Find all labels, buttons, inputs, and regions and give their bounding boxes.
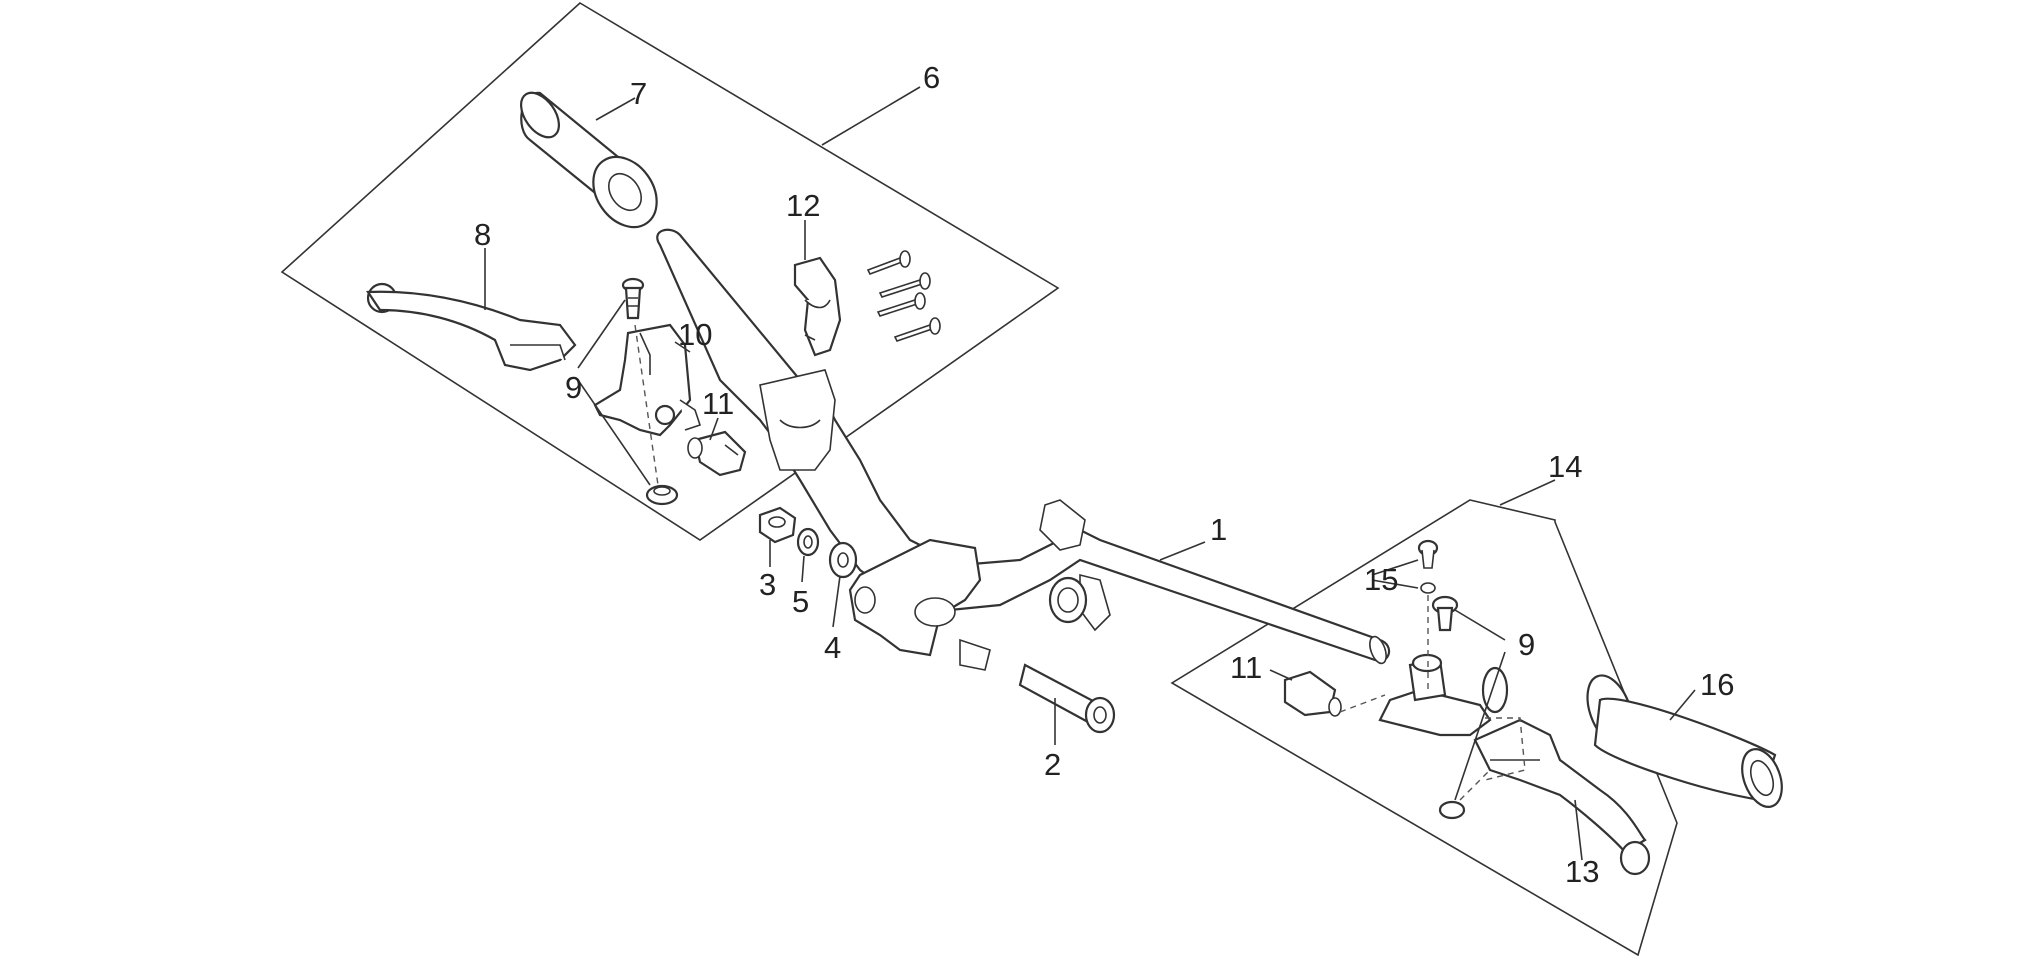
callout-3: 3 xyxy=(759,567,776,602)
callout-7: 7 xyxy=(630,76,647,111)
callout-13: 13 xyxy=(1565,854,1599,889)
right-lever-part[interactable] xyxy=(1473,718,1651,876)
handlebar-clamp-part[interactable] xyxy=(793,256,842,357)
left-pivot-nut-part[interactable] xyxy=(645,484,679,506)
right-lever-bracket-part[interactable] xyxy=(1378,653,1509,737)
callout-5: 5 xyxy=(792,584,809,619)
left-assembly-panel xyxy=(280,2,1060,541)
callout-9-left: 9 xyxy=(565,370,582,405)
right-brake-switch-part[interactable] xyxy=(1283,670,1342,717)
callout-4: 4 xyxy=(824,630,841,665)
right-assembly-panel xyxy=(1170,499,1678,956)
callout-2: 2 xyxy=(1044,747,1061,782)
left-lever-part[interactable] xyxy=(365,282,577,372)
callout-11-right: 11 xyxy=(1230,650,1262,685)
nut-part[interactable] xyxy=(758,506,797,544)
callout-9-right: 9 xyxy=(1518,627,1535,662)
small-washer-part[interactable] xyxy=(796,527,820,557)
callout-1: 1 xyxy=(1210,512,1227,547)
leader-lines xyxy=(484,86,1696,861)
right-pivot-screw-part[interactable] xyxy=(1431,595,1459,632)
large-washer-part[interactable] xyxy=(828,541,858,579)
callout-6: 6 xyxy=(923,60,940,95)
right-grip-part[interactable] xyxy=(1579,669,1789,812)
right-pivot-nut-part[interactable] xyxy=(1438,800,1466,820)
callout-16: 16 xyxy=(1700,667,1734,702)
callout-8: 8 xyxy=(474,217,491,252)
left-grip-part[interactable] xyxy=(513,86,669,239)
left-pivot-screw-part[interactable] xyxy=(621,277,645,320)
long-bolt-part[interactable] xyxy=(1018,663,1116,734)
clamp-bolts-part[interactable] xyxy=(866,250,941,342)
left-brake-switch-part[interactable] xyxy=(687,430,747,477)
callout-12: 12 xyxy=(786,188,820,223)
bar-mount-bracket[interactable] xyxy=(848,538,991,671)
callout-15: 15 xyxy=(1364,562,1398,597)
bracket-screw-part[interactable] xyxy=(1417,539,1439,594)
callout-11-left: 11 xyxy=(702,386,734,421)
callout-10: 10 xyxy=(678,317,712,352)
callout-14: 14 xyxy=(1548,449,1582,484)
